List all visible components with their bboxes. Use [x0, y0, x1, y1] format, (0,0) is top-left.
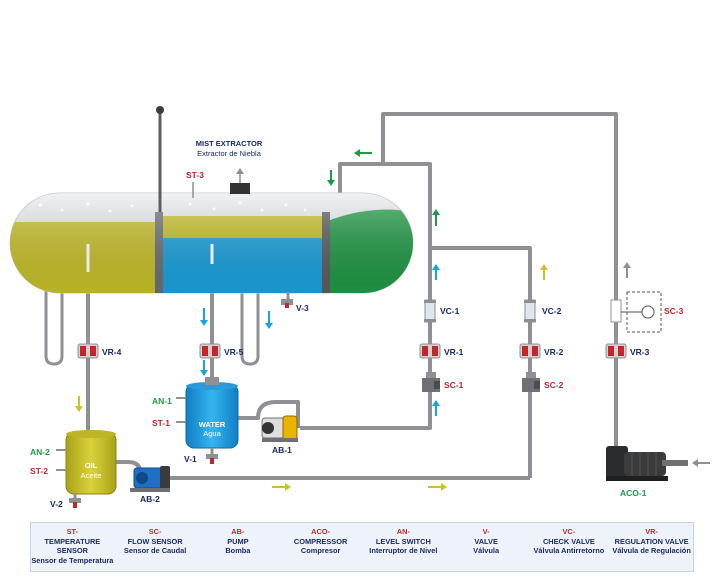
legend-item-vr: VR- REGULATION VALVE Válvula de Regulaci… — [610, 523, 693, 571]
legend-item-aco: ACO- COMPRESSOR Compresor — [279, 523, 362, 571]
compressor-aco1 — [606, 446, 688, 481]
regulation-valve-vr1 — [419, 343, 441, 359]
mist-extractor — [230, 183, 250, 194]
vc1-label: VC-1 — [440, 306, 460, 316]
legend-code: AB- — [231, 527, 245, 536]
oil-vessel — [56, 430, 117, 508]
st2-label: ST-2 — [30, 466, 48, 476]
legend-name-es: Sensor de Caudal — [123, 546, 187, 555]
vr4-label: VR-4 — [102, 347, 122, 357]
v1-label: V-1 — [184, 454, 197, 464]
legend-name: PUMP — [227, 536, 249, 546]
separator-tank — [9, 192, 414, 294]
droplets — [38, 201, 307, 213]
legend-item-an: AN- LEVEL SWITCH Interruptor de Nivel — [362, 523, 445, 571]
legend-code: ACO- — [311, 527, 331, 536]
flow-sensor-sc1 — [422, 372, 440, 392]
legend-name: LEVEL SWITCH — [375, 536, 431, 546]
vr5-label: VR-5 — [224, 347, 244, 357]
vc2-label: VC-2 — [542, 306, 562, 316]
v2-label: V-2 — [50, 499, 63, 509]
legend-name: COMPRESSOR — [293, 536, 348, 546]
regulation-valve-vr5 — [199, 343, 221, 359]
legend-name: FLOW SENSOR — [127, 536, 183, 546]
vr3-label: VR-3 — [630, 347, 650, 357]
ab2-label: AB-2 — [140, 494, 160, 504]
legend-name: REGULATION VALVE — [614, 536, 689, 546]
oil-label: OIL — [85, 461, 98, 470]
water-vessel — [176, 377, 239, 464]
water-sublabel: Agua — [203, 429, 221, 438]
legend-code: V- — [482, 527, 490, 536]
legend-item-v: V- VALVE Válvula — [445, 523, 528, 571]
sc3-label: SC-3 — [664, 306, 684, 316]
vr1-label: VR-1 — [444, 347, 464, 357]
mist-extractor-label: MIST EXTRACTOR — [196, 139, 263, 148]
sc1-label: SC-1 — [444, 380, 464, 390]
legend-code: VC- — [562, 527, 576, 536]
v3-label: V-3 — [296, 303, 309, 313]
inlet-cap — [156, 106, 164, 114]
regulation-valve-vr2 — [519, 343, 541, 359]
pump-ab1 — [261, 415, 298, 442]
legend-name: VALVE — [474, 536, 498, 546]
an2-label: AN-2 — [30, 447, 50, 457]
check-valve-vc3 — [610, 299, 622, 323]
water-label: WATER — [199, 420, 226, 429]
legend-item-ab: AB- PUMP Bomba — [197, 523, 280, 571]
legend-name-es: Compresor — [300, 546, 341, 555]
flow-sensor-sc3 — [621, 291, 662, 333]
regulation-valve-vr4 — [77, 343, 99, 359]
oil-sublabel: Aceite — [81, 471, 102, 480]
legend-name-es: Interruptor de Nivel — [369, 546, 438, 555]
legend-name-es: Sensor de Temperatura — [31, 555, 114, 565]
st3-label: ST-3 — [186, 170, 204, 180]
flow-sensor-sc2 — [522, 372, 540, 392]
pump-ab2 — [130, 466, 170, 492]
vr2-label: VR-2 — [544, 347, 564, 357]
legend-name-es: Bomba — [225, 546, 251, 555]
legend-item-sc: SC- FLOW SENSOR Sensor de Caudal — [114, 523, 197, 571]
legend-code: VR- — [645, 527, 658, 536]
sc2-label: SC-2 — [544, 380, 564, 390]
legend-code: ST- — [66, 527, 79, 536]
legend-name-es: Válvula Antirretorno — [533, 546, 605, 555]
valve-v3 — [281, 292, 293, 308]
legend-name: TEMPERATURE SENSOR — [44, 536, 101, 556]
an1-label: AN-1 — [152, 396, 172, 406]
legend-item-vc: VC- CHECK VALVE Válvula Antirretorno — [528, 523, 611, 571]
legend-name-es: Válvula de Regulación — [612, 546, 691, 555]
aco1-label: ACO-1 — [620, 488, 647, 498]
check-valve-vc1 — [424, 299, 436, 323]
flow-arrows — [75, 149, 710, 491]
legend: ST- TEMPERATURE SENSOR Sensor de Tempera… — [30, 522, 694, 572]
check-valve-vc2 — [524, 299, 536, 323]
mist-extractor-sublabel: Extractor de Niebla — [197, 149, 262, 158]
legend-name-es: Válvula — [473, 546, 500, 555]
ab1-label: AB-1 — [272, 445, 292, 455]
legend-code: AN- — [396, 527, 410, 536]
st1-label: ST-1 — [152, 418, 170, 428]
legend-name: CHECK VALVE — [542, 536, 595, 546]
legend-item-st: ST- TEMPERATURE SENSOR Sensor de Tempera… — [31, 523, 114, 571]
regulation-valve-vr3 — [605, 343, 627, 359]
legend-code: SC- — [148, 527, 162, 536]
